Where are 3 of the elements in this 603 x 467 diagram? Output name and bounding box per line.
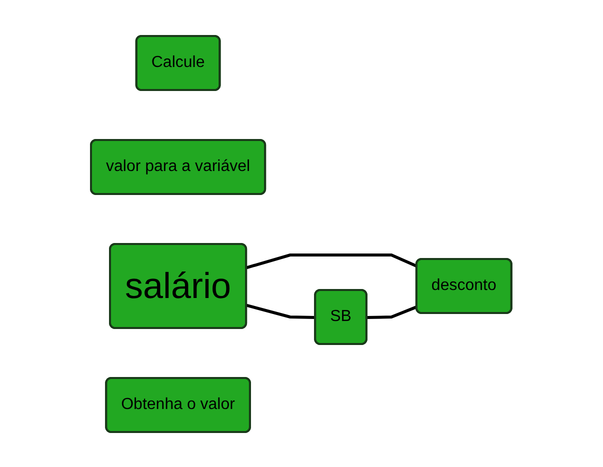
connector (246, 303, 316, 318)
connector (246, 253, 418, 269)
connector (367, 304, 418, 318)
